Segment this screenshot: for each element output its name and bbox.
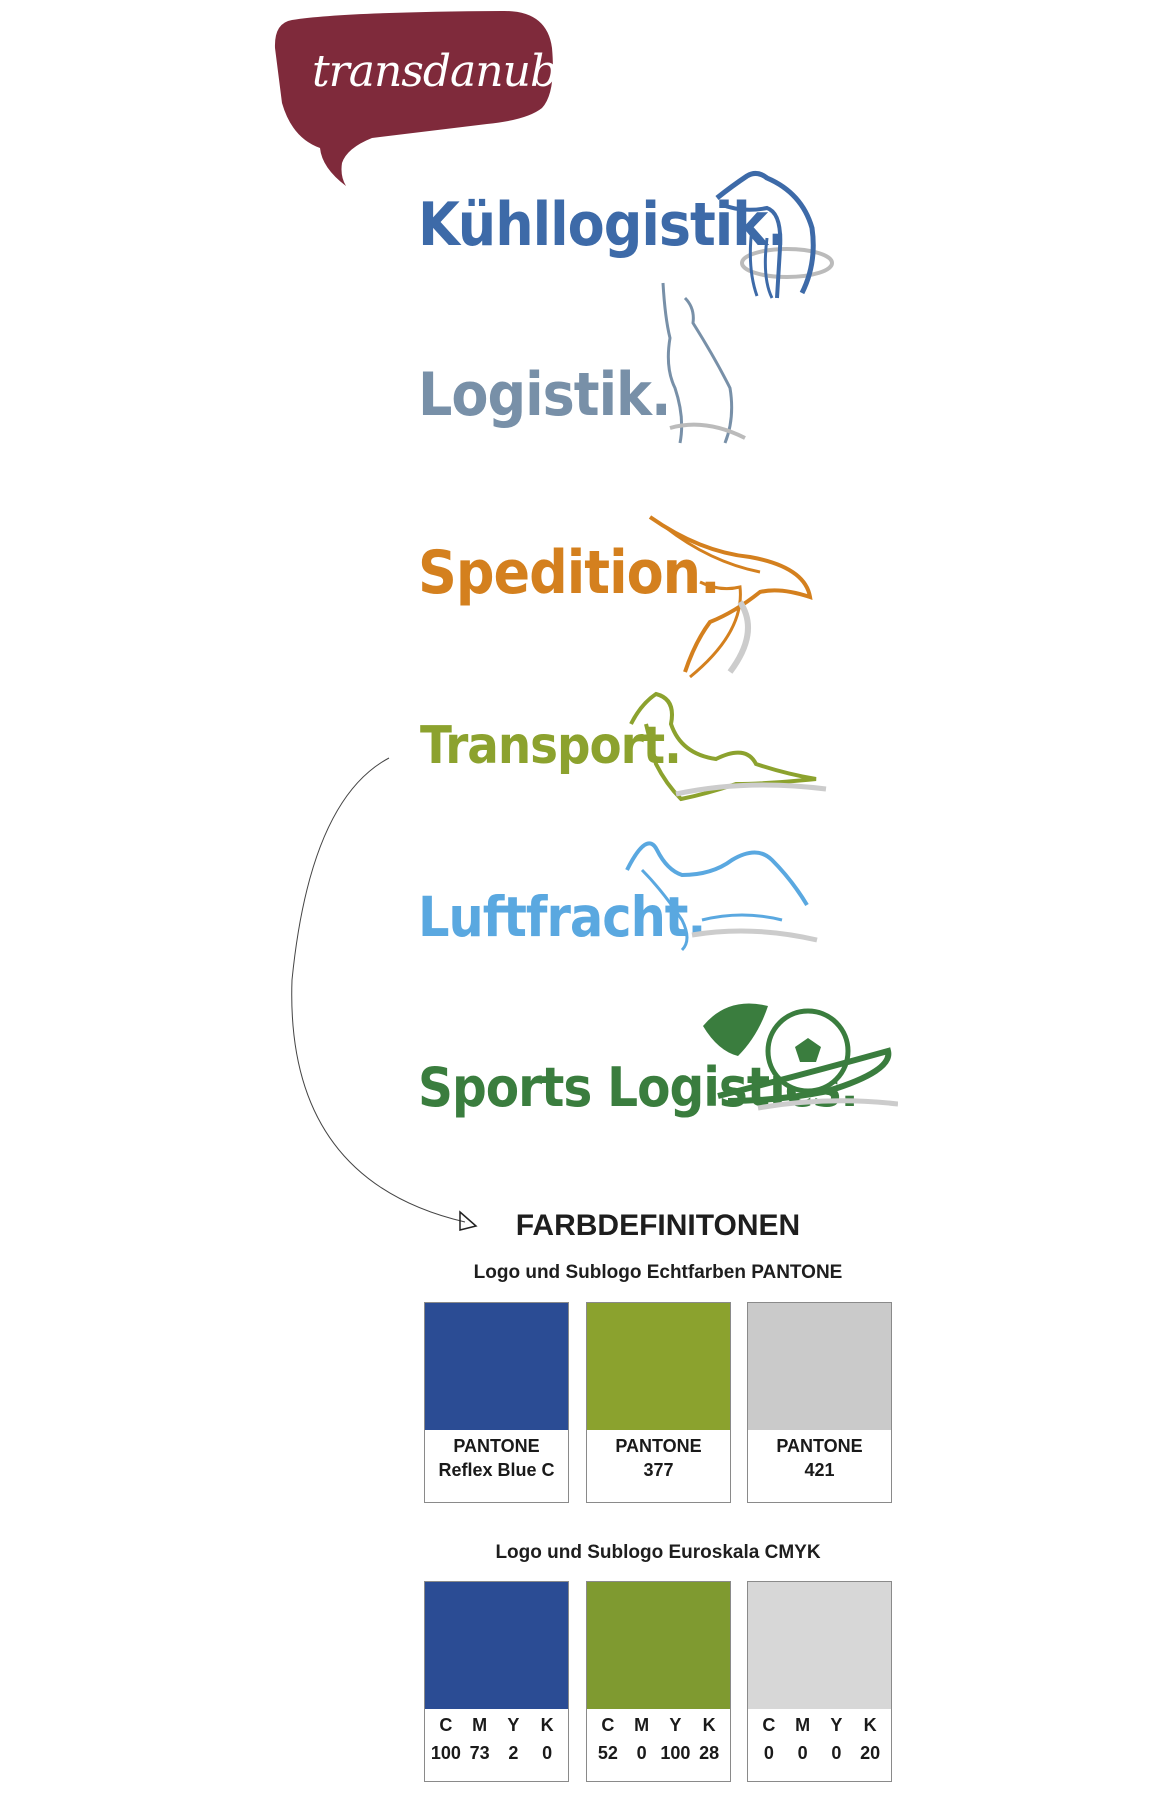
arrowhead-icon (459, 1210, 478, 1231)
cmyk-value: 0 (542, 1743, 553, 1763)
swatch-color (425, 1582, 568, 1709)
cmyk-letter: Y (669, 1715, 682, 1735)
cmyk-letter: M (472, 1715, 488, 1735)
swatch-value: Reflex Blue C (438, 1460, 555, 1480)
cmyk-value: 73 (469, 1743, 490, 1763)
sublogo-luftfracht: Luftfracht. (418, 885, 706, 949)
pantone-heading: Logo und Sublogo Echtfarben PANTONE (473, 1262, 843, 1283)
sublogo-logistik: Logistik. (418, 360, 671, 430)
polar-bear-icon (715, 170, 834, 299)
cmyk-value: 0 (797, 1743, 808, 1763)
pantone-swatch-421: PANTONE 421 (747, 1302, 892, 1503)
howling-wolf-icon (661, 282, 746, 444)
cmyk-value: 100 (430, 1743, 461, 1763)
sublogo-transport: Transport. (420, 716, 682, 776)
cmyk-value: 2 (508, 1743, 519, 1763)
cmyk-letter: C (762, 1715, 776, 1735)
swatch-color (748, 1303, 891, 1430)
cmyk-letter: K (540, 1715, 554, 1735)
cmyk-letter: M (634, 1715, 650, 1735)
cmyk-value: 28 (699, 1743, 720, 1763)
swatch-label: PANTONE (453, 1436, 540, 1456)
swatch-label: PANTONE (615, 1436, 702, 1456)
cmyk-letter: K (702, 1715, 716, 1735)
cmyk-value: 100 (660, 1743, 691, 1763)
sublogo-spedition: Spedition. (418, 538, 721, 608)
lion-football-icon (703, 1003, 898, 1111)
color-definitions-title: FARBDEFINITONEN (515, 1209, 801, 1242)
brand-logo: transdanubia (272, 8, 596, 188)
eagle-icon (648, 515, 813, 679)
swatch-color (425, 1303, 568, 1430)
cmyk-value: 0 (763, 1743, 774, 1763)
swatch-value: 421 (804, 1460, 835, 1480)
cmyk-letter: C (601, 1715, 615, 1735)
cmyk-value: 20 (860, 1743, 881, 1763)
cmyk-letter: Y (507, 1715, 520, 1735)
cmyk-letter: K (863, 1715, 877, 1735)
cmyk-letter: M (795, 1715, 811, 1735)
cmyk-letter: C (439, 1715, 453, 1735)
mountain-bird-icon (625, 841, 818, 952)
swatch-value: 377 (643, 1460, 674, 1480)
speech-bubble-icon (274, 10, 553, 186)
pantone-swatch-reflex-blue: PANTONE Reflex Blue C (424, 1302, 569, 1503)
pantone-swatch-377: PANTONE 377 (586, 1302, 731, 1503)
brand-name: transdanubia (312, 46, 596, 97)
cmyk-value: 0 (636, 1743, 647, 1763)
horse-icon (629, 691, 827, 802)
cmyk-letter: Y (830, 1715, 843, 1735)
cmyk-value: 52 (597, 1743, 618, 1763)
swatch-label: PANTONE (776, 1436, 863, 1456)
cmyk-value: 0 (831, 1743, 842, 1763)
sublogo-kuehllogistik: Kühllogistik. (418, 190, 788, 260)
swatch-color (587, 1582, 730, 1709)
swatch-color (587, 1303, 730, 1430)
swatch-color (748, 1582, 891, 1709)
connector-arrow (291, 757, 478, 1231)
cmyk-heading: Logo und Sublogo Euroskala CMYK (495, 1542, 821, 1563)
